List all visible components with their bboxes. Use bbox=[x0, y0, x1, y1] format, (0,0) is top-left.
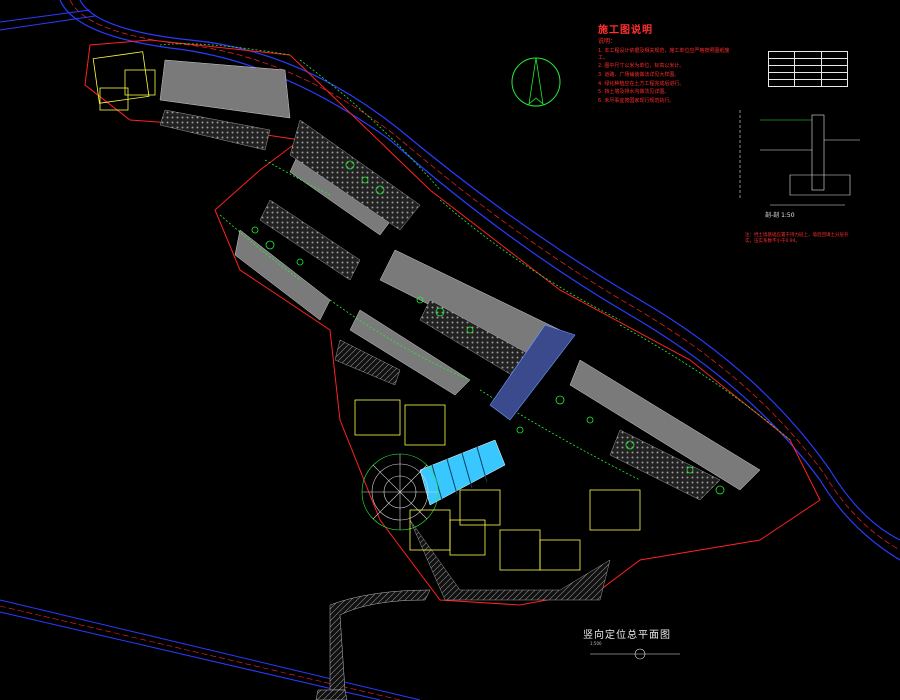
legend-table bbox=[767, 51, 849, 87]
buildings bbox=[92, 51, 641, 571]
access-path bbox=[315, 589, 431, 700]
plan-title: 竖向定位总平面图 bbox=[583, 630, 671, 641]
north-arrow-icon bbox=[511, 57, 561, 107]
planting bbox=[159, 43, 791, 495]
retaining-wall-detail bbox=[739, 110, 860, 206]
notes-subtitle: 说明： bbox=[598, 37, 617, 45]
notes-item: 6. 未尽事宜按国家现行规范执行。 bbox=[598, 97, 675, 104]
detail-note: 注：挡土墙基础应置于持力层上，墙后回填土分层夯实，压实系数不小于0.94。 bbox=[745, 233, 849, 244]
circular-plaza bbox=[361, 453, 439, 531]
notes-item: 2. 图中尺寸以米为单位，标高以米计。 bbox=[598, 63, 685, 70]
paved-areas bbox=[159, 59, 761, 491]
detail-label: 剖-剖 1:50 bbox=[765, 212, 795, 219]
notes-item: 3. 道路、广场铺装做法详见大样图。 bbox=[598, 71, 680, 78]
notes-item: 1. 本工程设计依据及相关规范，施工单位应严格按照图纸施工。 bbox=[598, 48, 730, 61]
plan-scale: 1:500 bbox=[590, 641, 602, 646]
scale-symbol bbox=[590, 648, 680, 660]
walkway bbox=[419, 324, 576, 506]
design-notes: 施工图说明 说明： 1. 本工程设计依据及相关规范，施工单位应严格按照图纸施工。… bbox=[598, 25, 733, 106]
notes-item: 5. 挡土墙及排水沟做法见详图。 bbox=[598, 89, 670, 96]
hatched-areas bbox=[159, 109, 721, 601]
notes-item: 4. 绿化种植应在土方工程完成后进行。 bbox=[598, 80, 685, 87]
notes-title: 施工图说明 bbox=[598, 25, 653, 36]
